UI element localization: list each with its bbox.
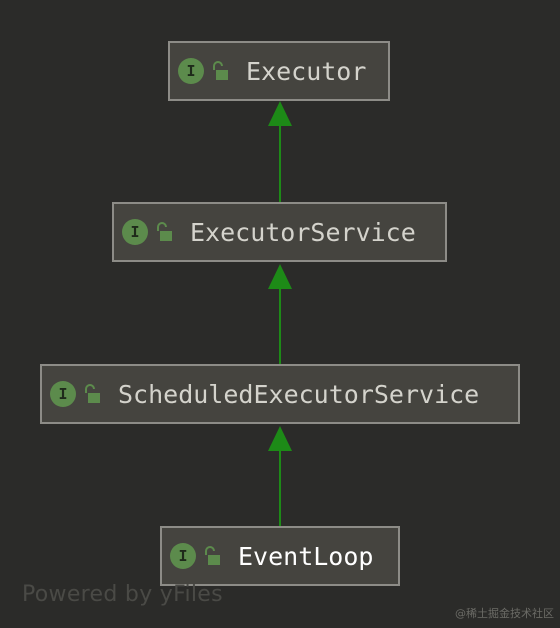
unlock-icon	[213, 61, 228, 80]
node-label: EventLoop	[238, 541, 374, 571]
yfiles-watermark: Powered by yFiles	[22, 582, 223, 607]
unlock-icon	[85, 384, 100, 403]
interface-badge-icon: I	[122, 219, 148, 245]
node-executor[interactable]: I Executor	[168, 41, 390, 101]
edge-executorservice-to-executor	[268, 101, 292, 202]
unlock-icon	[205, 546, 220, 565]
node-scheduledexecutorservice[interactable]: I ScheduledExecutorService	[40, 364, 520, 424]
source-credit: @稀土掘金技术社区	[455, 607, 554, 620]
node-label: Executor	[246, 56, 367, 86]
node-label: ScheduledExecutorService	[118, 379, 480, 409]
edge-eventloop-to-scheduledexecutorservice	[268, 426, 292, 526]
interface-badge-icon: I	[170, 543, 196, 569]
interface-badge-icon: I	[50, 381, 76, 407]
node-label: ExecutorService	[190, 217, 416, 247]
edge-scheduledexecutorservice-to-executorservice	[268, 264, 292, 364]
interface-badge-icon: I	[178, 58, 204, 84]
node-eventloop[interactable]: I EventLoop	[160, 526, 400, 586]
unlock-icon	[157, 222, 172, 241]
node-executorservice[interactable]: I ExecutorService	[112, 202, 447, 262]
